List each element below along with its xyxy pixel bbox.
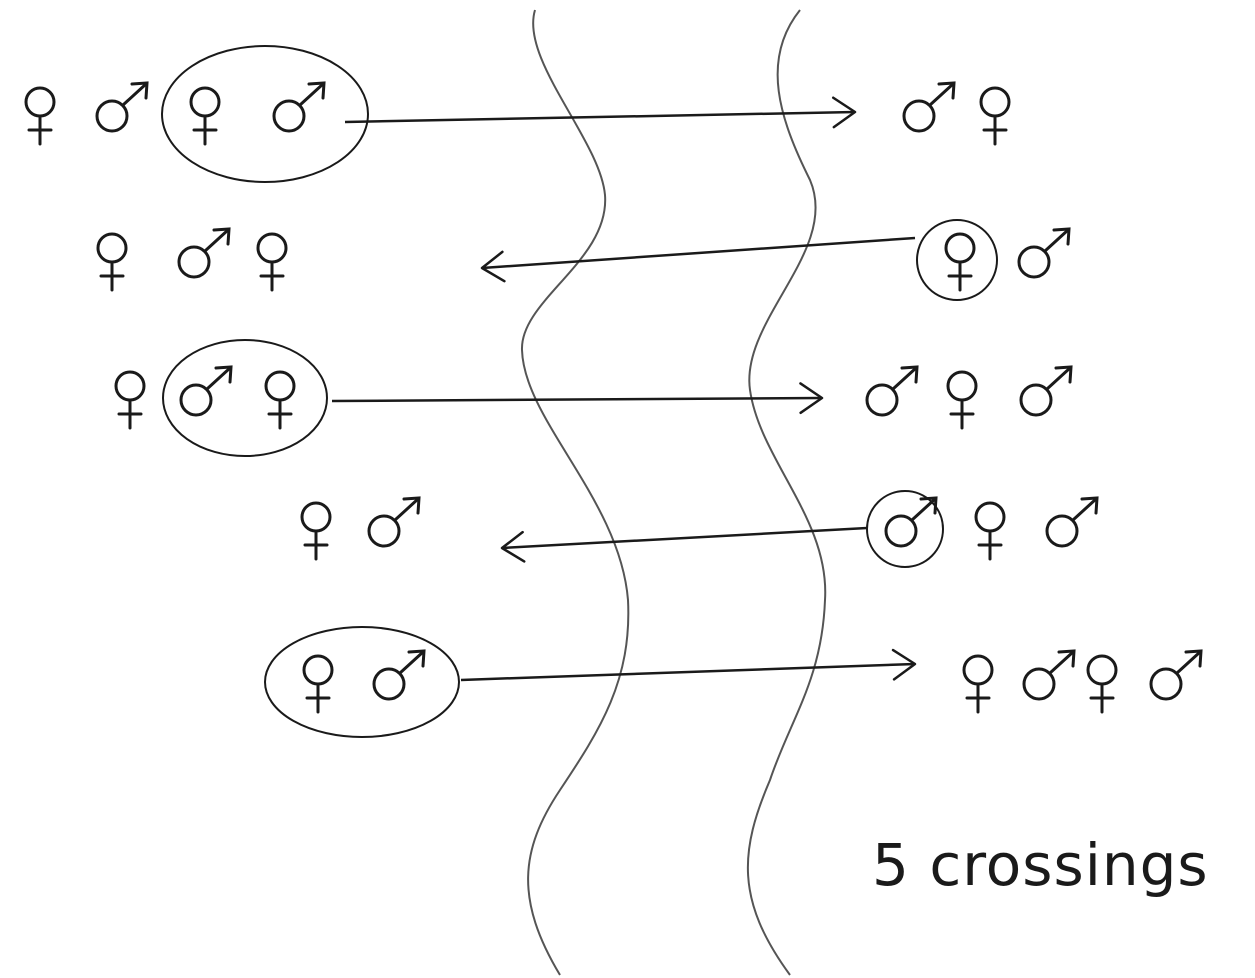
boat — [162, 339, 328, 457]
male-symbol-icon — [865, 365, 919, 417]
boat-outline — [161, 45, 369, 183]
crossing-arrow-right — [331, 382, 824, 415]
crossing-row-4 — [300, 490, 1099, 568]
right-bank-group — [865, 365, 1073, 430]
male-symbol-icon — [1017, 227, 1071, 279]
female-symbol-icon — [1086, 654, 1118, 714]
male-symbol-icon — [95, 81, 149, 133]
boat-outline — [162, 339, 328, 457]
crossings-count-label: 5 crossings — [872, 831, 1209, 899]
left-bank-group — [300, 496, 421, 561]
right-bank-group — [974, 496, 1099, 561]
crossing-arrow-right — [460, 648, 917, 682]
crossing-row-5 — [264, 626, 1203, 738]
crossing-row-2 — [96, 219, 1071, 301]
female-symbol-icon — [189, 86, 221, 146]
right-bank-group — [902, 81, 1011, 146]
boat-outline — [264, 626, 460, 738]
male-symbol-icon — [367, 496, 421, 548]
crossing-row-3 — [114, 339, 1073, 457]
right-bank-group — [962, 649, 1203, 714]
right-bank-group — [1017, 227, 1071, 279]
female-symbol-icon — [114, 370, 146, 430]
male-symbol-icon — [179, 365, 233, 417]
river-bank-right — [746, 9, 827, 976]
boat-outline — [916, 219, 998, 301]
female-symbol-icon — [24, 86, 56, 146]
female-symbol-icon — [302, 654, 334, 714]
male-symbol-icon — [1019, 365, 1073, 417]
crossing-row-1 — [24, 45, 1011, 183]
female-symbol-icon — [979, 86, 1011, 146]
crossing-arrow-left — [500, 526, 868, 563]
female-symbol-icon — [264, 370, 296, 430]
female-symbol-icon — [96, 232, 128, 292]
female-symbol-icon — [974, 501, 1006, 561]
crossing-arrow-left — [480, 236, 916, 283]
river-bank-left — [520, 9, 630, 976]
river — [520, 9, 827, 976]
female-symbol-icon — [256, 232, 288, 292]
male-symbol-icon — [1149, 649, 1203, 701]
female-symbol-icon — [946, 370, 978, 430]
male-symbol-icon — [884, 496, 938, 548]
male-symbol-icon — [1045, 496, 1099, 548]
boat — [161, 45, 369, 183]
crossing-arrow-right — [344, 96, 857, 129]
boat — [264, 626, 460, 738]
boat — [916, 219, 998, 301]
male-symbol-icon — [177, 227, 231, 279]
crossing-rows — [24, 45, 1203, 738]
female-symbol-icon — [944, 232, 976, 292]
left-bank-group — [114, 370, 146, 430]
left-bank-group — [96, 227, 288, 292]
boat — [866, 490, 944, 568]
male-symbol-icon — [372, 649, 426, 701]
male-symbol-icon — [1022, 649, 1076, 701]
male-symbol-icon — [902, 81, 956, 133]
female-symbol-icon — [962, 654, 994, 714]
male-symbol-icon — [272, 81, 326, 133]
female-symbol-icon — [300, 501, 332, 561]
left-bank-group — [24, 81, 149, 146]
